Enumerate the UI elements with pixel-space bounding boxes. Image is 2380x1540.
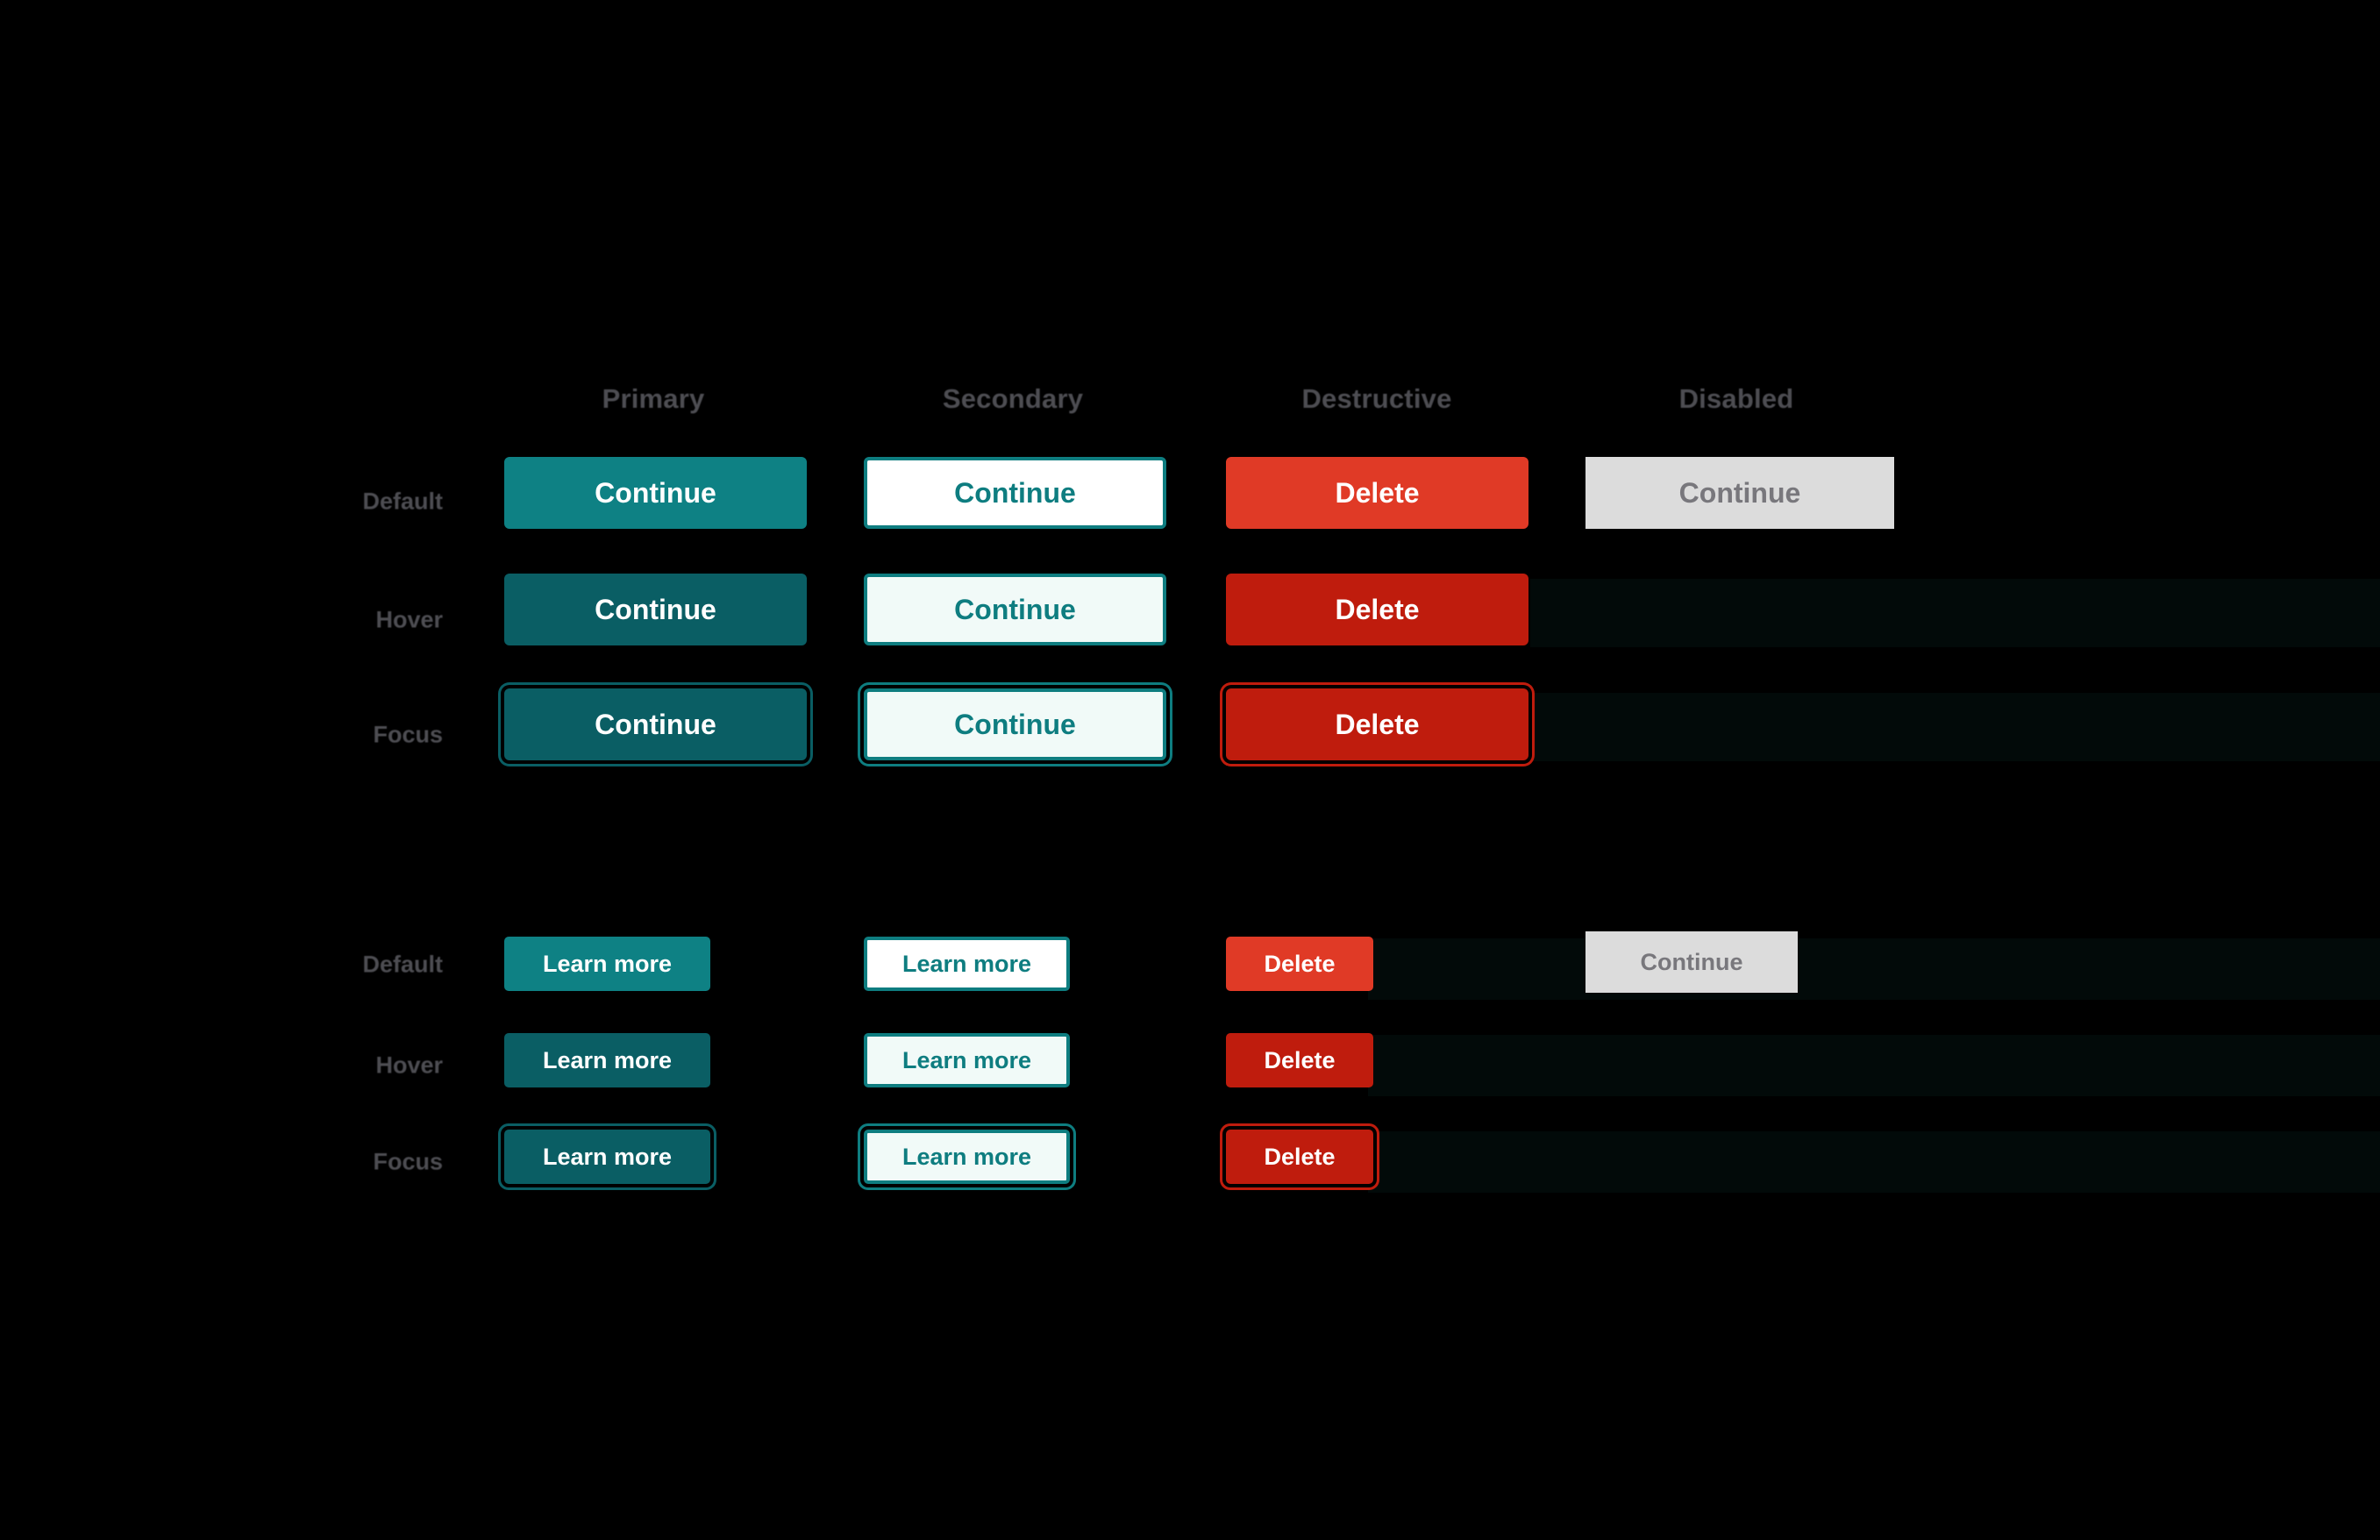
button-destructive-default-large[interactable]: Delete bbox=[1226, 457, 1528, 529]
button-secondary-focus-small[interactable]: Learn more bbox=[864, 1130, 1070, 1184]
row-halo bbox=[1530, 579, 2380, 647]
column-header-destructive: Destructive bbox=[1301, 383, 1452, 414]
button-primary-hover-small[interactable]: Learn more bbox=[504, 1033, 710, 1087]
button-destructive-default-small[interactable]: Delete bbox=[1226, 937, 1373, 991]
button-secondary-hover-large[interactable]: Continue bbox=[864, 574, 1166, 645]
button-secondary-default-large[interactable]: Continue bbox=[864, 457, 1166, 529]
column-header-secondary: Secondary bbox=[942, 383, 1084, 414]
button-secondary-focus-large[interactable]: Continue bbox=[864, 688, 1166, 760]
row-halo bbox=[1530, 693, 2380, 761]
row-halo bbox=[1368, 1131, 2380, 1193]
button-primary-focus-large[interactable]: Continue bbox=[504, 688, 807, 760]
button-destructive-focus-small[interactable]: Delete bbox=[1226, 1130, 1373, 1184]
button-disabled-small: Continue bbox=[1585, 931, 1798, 993]
column-header-primary: Primary bbox=[602, 383, 705, 414]
button-primary-default-large[interactable]: Continue bbox=[504, 457, 807, 529]
button-destructive-focus-large[interactable]: Delete bbox=[1226, 688, 1528, 760]
row-halo bbox=[1368, 1035, 2380, 1096]
button-secondary-hover-small[interactable]: Learn more bbox=[864, 1033, 1070, 1087]
button-primary-hover-large[interactable]: Continue bbox=[504, 574, 807, 645]
button-secondary-default-small[interactable]: Learn more bbox=[864, 937, 1070, 991]
row-halo bbox=[1368, 938, 2380, 1000]
button-destructive-hover-large[interactable]: Delete bbox=[1226, 574, 1528, 645]
button-primary-focus-small[interactable]: Learn more bbox=[504, 1130, 710, 1184]
button-disabled-large: Continue bbox=[1585, 457, 1894, 529]
row-label-large-hover: Hover bbox=[375, 606, 443, 633]
row-label-small-default: Default bbox=[362, 951, 443, 978]
row-label-large-focus: Focus bbox=[373, 721, 443, 748]
button-destructive-hover-small[interactable]: Delete bbox=[1226, 1033, 1373, 1087]
row-label-small-hover: Hover bbox=[375, 1052, 443, 1079]
button-primary-default-small[interactable]: Learn more bbox=[504, 937, 710, 991]
row-label-small-focus: Focus bbox=[373, 1148, 443, 1175]
row-label-large-default: Default bbox=[362, 488, 443, 515]
column-header-disabled: Disabled bbox=[1678, 383, 1794, 414]
